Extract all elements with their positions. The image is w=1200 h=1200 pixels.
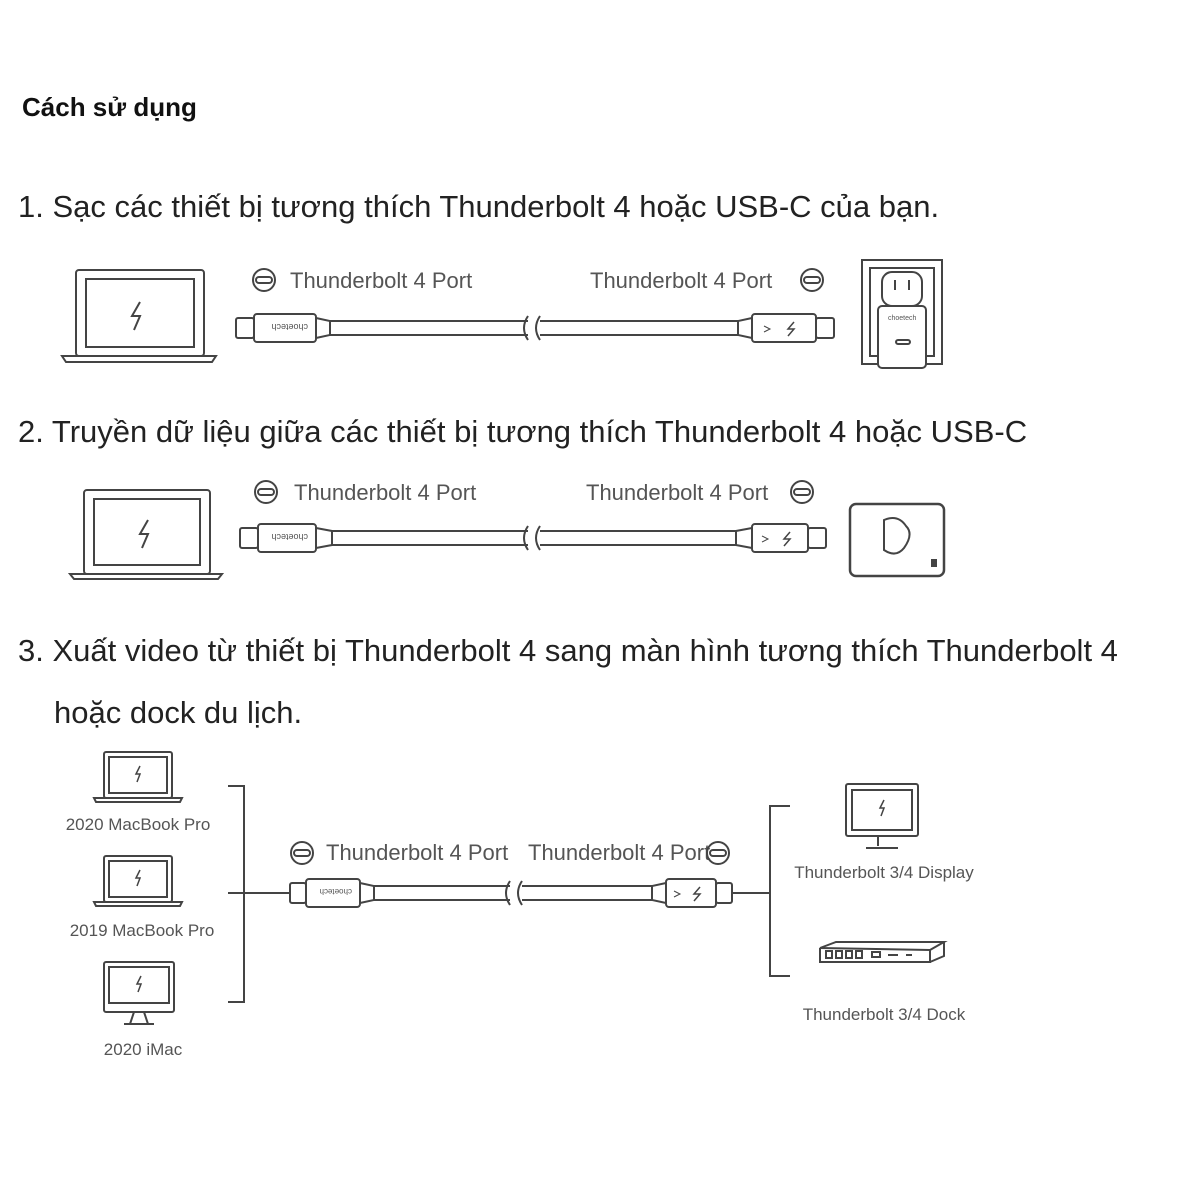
- page-title: Cách sử dụng: [22, 92, 197, 122]
- step-3-text-line1: Xuất video từ thiết bị Thunderbolt 4 san…: [52, 633, 1118, 668]
- step-3: 3. Xuất video từ thiết bị Thunderbolt 4 …: [18, 620, 1198, 744]
- port-icon: [790, 480, 814, 504]
- laptop-icon: [67, 489, 225, 580]
- step-3-number: 3.: [18, 633, 44, 668]
- thunderbolt-cable: [239, 523, 827, 553]
- step-1: 1. Sạc các thiết bị tương thích Thunderb…: [18, 176, 939, 238]
- laptop-icon: [92, 855, 184, 907]
- port-label-left: Thunderbolt 4 Port: [326, 840, 508, 865]
- port-label-left: Thunderbolt 4 Port: [294, 480, 476, 505]
- port-icon: [252, 268, 276, 292]
- port-label-right: Thunderbolt 4 Port: [586, 480, 768, 505]
- dock-icon: [819, 941, 948, 963]
- port-label-right: Thunderbolt 4 Port: [590, 268, 772, 293]
- diagram-charging: Thunderbolt 4 Port Thunderbolt 4 Port ch…: [60, 259, 943, 369]
- source-bracket: [228, 785, 290, 1003]
- charger-brand: choetech: [888, 315, 917, 322]
- source-label-1: 2020 MacBook Pro: [66, 815, 211, 834]
- port-icon: [254, 480, 278, 504]
- laptop-icon: [92, 751, 184, 803]
- port-icon: [706, 841, 730, 865]
- target-bracket: [732, 805, 790, 977]
- step-1-text: Sạc các thiết bị tương thích Thunderbolt…: [52, 189, 940, 224]
- diagram-data-transfer: Thunderbolt 4 Port Thunderbolt 4 Port ch…: [67, 480, 946, 580]
- step-3-text-line2: hoặc dock du lịch.: [54, 695, 303, 730]
- diagram-video-output: 2020 MacBook Pro 2019 MacBook Pro 2020 i…: [66, 751, 974, 1059]
- thunderbolt-cable: [235, 313, 835, 343]
- plug-brand: choetech: [320, 887, 352, 896]
- wall-charger-icon: [861, 259, 943, 369]
- target-label-1: Thunderbolt 3/4 Display: [794, 863, 974, 882]
- step-2: 2. Truyền dữ liệu giữa các thiết bị tươn…: [18, 401, 1027, 463]
- laptop-icon: [60, 269, 218, 363]
- plug-brand: choetech: [271, 532, 308, 542]
- storage-drive-icon: [848, 502, 946, 578]
- step-2-number: 2.: [18, 414, 44, 449]
- imac-icon: [103, 961, 175, 1025]
- source-label-2: 2019 MacBook Pro: [70, 921, 215, 940]
- target-label-2: Thunderbolt 3/4 Dock: [803, 1005, 966, 1024]
- plug-brand: choetech: [271, 322, 308, 332]
- monitor-icon: [845, 783, 919, 849]
- port-label-left: Thunderbolt 4 Port: [290, 268, 472, 293]
- port-label-right: Thunderbolt 4 Port: [528, 840, 710, 865]
- step-1-number: 1.: [18, 189, 44, 224]
- source-label-3: 2020 iMac: [104, 1040, 183, 1059]
- thunderbolt-cable: [289, 878, 733, 908]
- port-icon: [290, 841, 314, 865]
- port-icon: [800, 268, 824, 292]
- step-2-text: Truyền dữ liệu giữa các thiết bị tương t…: [51, 414, 1028, 449]
